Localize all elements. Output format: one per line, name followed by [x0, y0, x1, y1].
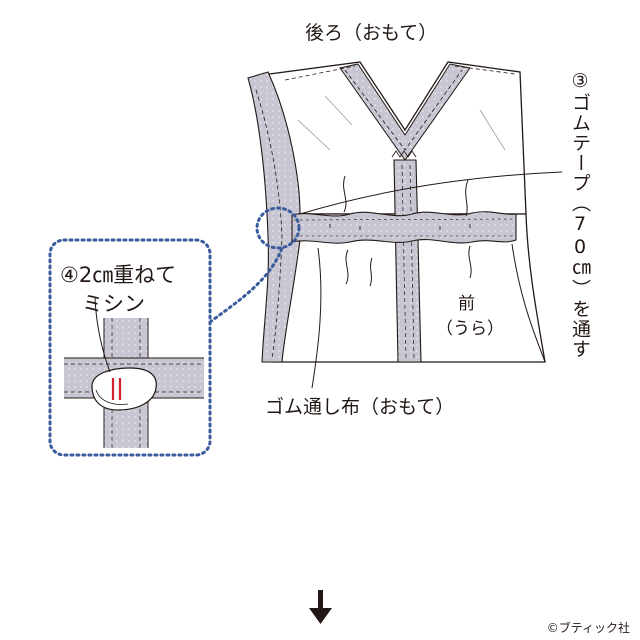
copyright-text: ©ブティック社	[546, 621, 630, 635]
leader-step3	[299, 171, 563, 215]
arrow-down-icon	[309, 590, 332, 624]
elastic-loop	[91, 367, 157, 411]
label-step3: ③ゴムテープ（70㎝）を通す	[569, 70, 591, 359]
label-casing-outside: ゴム通し布（おもて）	[265, 396, 455, 418]
label-step4-line1: ④2㎝重ねて	[60, 263, 177, 287]
center-front-binding	[391, 150, 422, 363]
focus-circle	[255, 206, 301, 250]
stitch-marks	[111, 378, 122, 400]
label-step4-line2: ミシン	[82, 292, 145, 316]
callout-connector	[208, 246, 284, 324]
leader-casing	[311, 247, 322, 389]
label-front-inside: （うら）	[436, 319, 504, 339]
elastic-casing	[291, 175, 517, 287]
label-front: 前	[458, 294, 475, 314]
side-binding	[247, 71, 301, 363]
garment-back	[261, 61, 527, 215]
label-back-outside: 後ろ（おもて）	[305, 22, 438, 44]
detail-illustration	[64, 297, 204, 448]
